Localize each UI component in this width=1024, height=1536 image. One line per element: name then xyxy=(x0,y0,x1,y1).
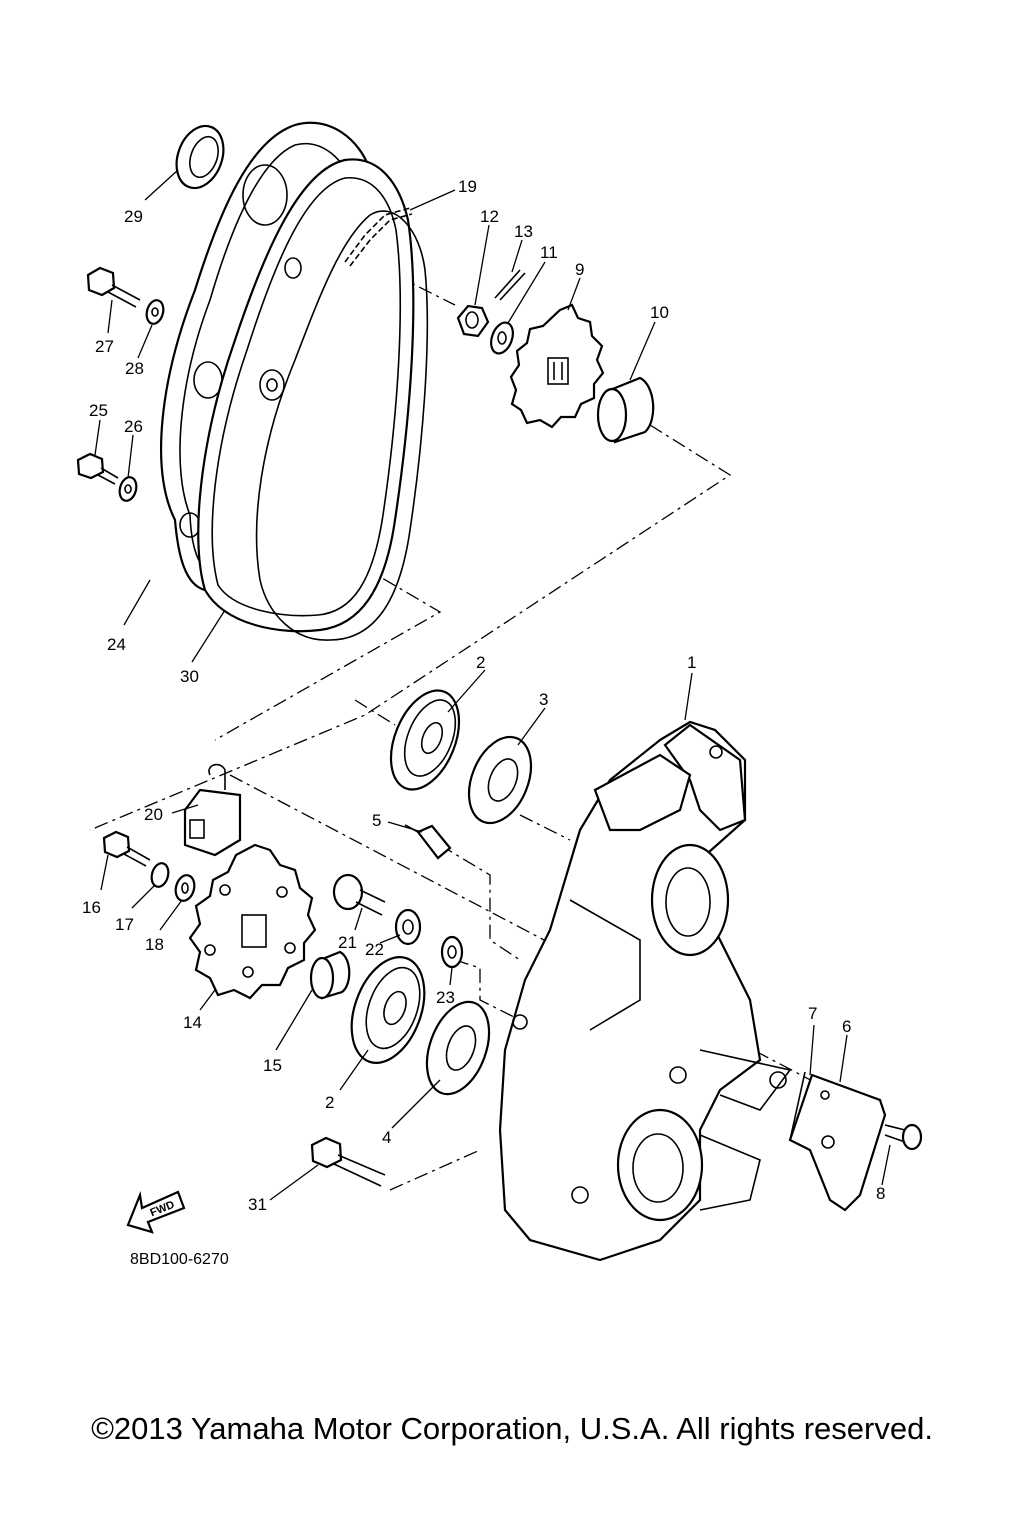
part-13-cotter-pin xyxy=(494,269,526,301)
callout-2-upper: 2 xyxy=(476,653,485,672)
callout-22: 22 xyxy=(365,940,384,959)
diagram-code: 8BD100-6270 xyxy=(130,1251,229,1268)
part-2-lower-bearing xyxy=(350,955,426,1065)
callout-26: 26 xyxy=(124,417,143,436)
callout-7: 7 xyxy=(808,1004,817,1023)
callout-23: 23 xyxy=(436,988,455,1007)
part-5-fitting xyxy=(404,824,452,860)
part-17-lock-washer xyxy=(150,862,170,888)
callout-1: 1 xyxy=(687,653,696,672)
part-14-lower-sprocket xyxy=(188,843,317,1000)
part-29-oil-seal xyxy=(175,124,225,190)
callout-31: 31 xyxy=(248,1195,267,1214)
part-25-bolt xyxy=(76,452,119,485)
callout-16: 16 xyxy=(82,898,101,917)
part-11-washer xyxy=(490,321,514,355)
part-23-washer xyxy=(440,935,464,969)
part-26-washer xyxy=(118,476,138,502)
callout-29: 29 xyxy=(124,207,143,226)
callout-3: 3 xyxy=(539,690,548,709)
callout-12: 12 xyxy=(480,207,499,226)
part-10-collar xyxy=(596,376,655,444)
part-30-chain-case-cover xyxy=(197,158,429,641)
callout-24: 24 xyxy=(107,635,126,654)
callout-25: 25 xyxy=(89,401,108,420)
fwd-arrow-icon: FWD xyxy=(126,1190,186,1234)
copyright-notice: ©2013 Yamaha Motor Corporation, U.S.A. A… xyxy=(91,1411,933,1446)
callout-9: 9 xyxy=(575,260,584,279)
callout-numbers: 29 19 12 13 11 9 10 27 28 25 26 24 30 2 … xyxy=(82,177,885,1214)
callout-21: 21 xyxy=(338,933,357,952)
callout-15: 15 xyxy=(263,1056,282,1075)
callout-20: 20 xyxy=(144,805,163,824)
part-16-bolt xyxy=(102,830,151,867)
part-2-upper-bearing xyxy=(389,689,461,791)
callout-13: 13 xyxy=(514,222,533,241)
part-12-nut xyxy=(456,304,490,338)
callout-28: 28 xyxy=(125,359,144,378)
callout-5: 5 xyxy=(372,811,381,830)
callout-30: 30 xyxy=(180,667,199,686)
part-3-oil-seal xyxy=(467,735,533,825)
part-31-bolt xyxy=(310,1136,386,1187)
part-20-tensioner xyxy=(183,763,242,857)
callout-6: 6 xyxy=(842,1017,851,1036)
part-1-drive-housing xyxy=(498,720,792,1262)
part-15-collar xyxy=(309,950,351,1000)
callout-leader-lines xyxy=(94,169,891,1201)
part-22-collar xyxy=(394,908,422,946)
part-4-oil-seal xyxy=(425,1000,491,1096)
callout-18: 18 xyxy=(145,935,164,954)
part-27-bolt xyxy=(86,266,141,308)
part-18-washer xyxy=(174,874,196,902)
part-7-gasket xyxy=(789,1071,806,1141)
part-8-screw xyxy=(884,1123,923,1151)
callout-19: 19 xyxy=(458,177,477,196)
callout-11: 11 xyxy=(540,243,558,262)
callout-14: 14 xyxy=(183,1013,202,1032)
part-28-washer xyxy=(145,299,165,325)
callout-4: 4 xyxy=(382,1128,391,1147)
callout-27: 27 xyxy=(95,337,114,356)
part-6-plate xyxy=(788,1073,887,1212)
callout-2-lower: 2 xyxy=(325,1093,334,1112)
part-19-drive-chain xyxy=(344,207,413,267)
callout-17: 17 xyxy=(115,915,134,934)
callout-10: 10 xyxy=(650,303,669,322)
callout-8: 8 xyxy=(876,1184,885,1203)
part-9-upper-sprocket xyxy=(509,303,605,429)
part-21-bolt xyxy=(332,873,386,916)
exploded-parts-diagram: FWD 29 19 xyxy=(76,121,923,1268)
